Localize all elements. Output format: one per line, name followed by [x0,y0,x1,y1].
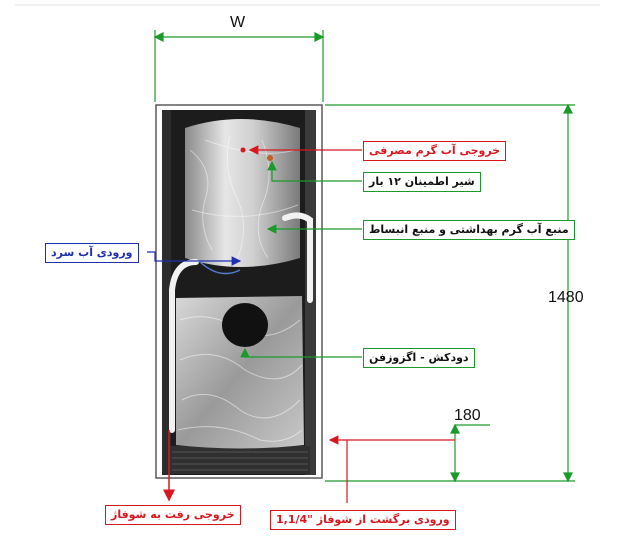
height-label: 1480 [548,289,584,306]
safety-valve-label: شیر اطمینان ۱۲ بار [363,172,481,192]
leader-safety-valve [267,160,362,182]
width-dimension [153,30,325,102]
hot-water-out-label: خروجی آب گرم مصرفی [363,141,507,161]
leader-floor-return-in [328,435,455,503]
return-height-dimension [450,423,490,483]
combustion-chamber [176,296,304,449]
pipe-white [169,212,313,433]
tank-label: منبع آب گرم بهداشتی و منبع انبساط [363,220,575,240]
leader-flue [240,347,362,358]
width-label: W [230,14,246,31]
cold-water-in-label: ورودی آب سرد [45,243,139,263]
hot-water-tank [185,119,300,267]
flue-label: دودکش - اگزوزفن [363,348,475,368]
height-dimension [325,103,575,483]
floor-supply-out-label: خروجی رفت به شوفاژ [105,505,241,525]
leader-cold-water-in [147,251,242,266]
flue-opening [222,303,268,347]
floor-return-in-label: ورودی برگشت از شوفاژ "1,1/4 [270,510,456,530]
return-height-label: 180 [454,407,481,424]
